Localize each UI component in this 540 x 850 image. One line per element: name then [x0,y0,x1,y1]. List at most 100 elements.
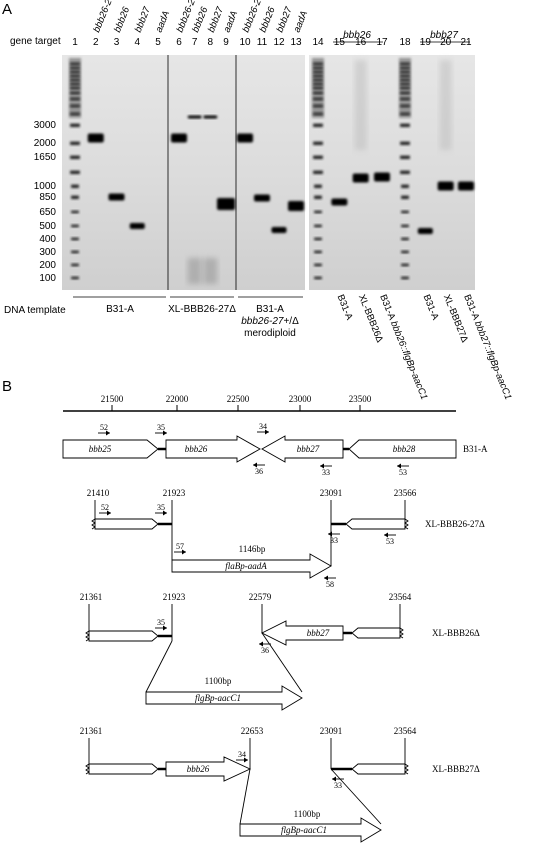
primer-arrowhead [163,430,167,436]
ladder-band [71,224,79,228]
primer-label: 33 [322,468,330,477]
ko3-left-break [85,763,90,775]
ko3-right-break [404,763,409,775]
gene-label-bbb25: bbb25 [89,444,112,454]
ladder-band [70,170,80,174]
ladder-band [401,210,409,214]
ladder-band [401,184,409,188]
ko3-cassette [239,817,382,843]
primer-arrowhead [163,510,167,516]
gel-band [171,133,187,143]
gel-band [87,133,104,143]
size-marker: 1650 [34,152,57,163]
lane-number: 6 [176,37,182,48]
ko2-cassette [145,685,303,711]
ladder-band [314,263,322,267]
scale-tick-label: 22500 [227,394,250,404]
ko3-coord-1: 21361 [80,726,103,736]
ladder-band [314,237,322,241]
lane-number: 21 [460,37,472,48]
template-part: :: [482,344,494,353]
lane-number: 12 [273,37,285,48]
ko3-cassette-label: flgBp-aacC1 [281,825,327,835]
ladder-smear [312,58,324,118]
primer-arrowhead [332,776,336,782]
primer-arrowhead [106,430,110,436]
size-marker: 500 [39,221,56,232]
gene-target-label: gene target [10,36,61,47]
ladder-band [70,141,80,145]
template-merodiploid-italic: bbb26-27 [241,316,284,327]
ladder-band [313,170,323,174]
gel-smear [203,258,218,284]
primer-arrowhead [320,463,324,469]
ladder-band [314,250,322,254]
lane-number: 2 [93,37,99,48]
ladder-band [70,155,80,159]
ladder-band [71,237,79,241]
gel-smear [354,60,367,150]
group-label-bbb27: bbb27 [430,30,458,41]
ko3-fan-right [330,768,382,825]
primer-arrowhead [328,531,332,537]
size-marker: 2000 [34,138,57,149]
primer-label: 34 [259,422,267,431]
gel-band [271,227,287,233]
gene-arrow-bbb27 [261,435,344,463]
template-merodiploid-line3: merodiploid [244,328,296,339]
ko2-coord-2: 21923 [163,592,186,602]
template-merodiploid-line1: B31-A [256,304,284,315]
gel-band [237,133,253,143]
ko3-left-arm [88,763,159,775]
ko2-locus [85,604,404,711]
ko1-right-arm [345,518,406,530]
dna-template-label: DNA template [4,305,66,316]
ko2-right-break [399,627,404,639]
template-xl-bbb26-27: XL-BBB26-27Δ [168,304,236,315]
primer-label: 35 [157,618,165,627]
lane-number: 18 [399,37,411,48]
gel-band [437,181,454,191]
ko2-fan-left [145,640,173,693]
template-label-rotated: B31-A [421,293,441,322]
ladder-band [314,184,322,188]
primer-arrowhead [259,641,263,647]
gel-band [129,223,145,229]
size-marker: 300 [39,247,56,258]
gene-label-bbb26: bbb26 [185,444,208,454]
ko1-cassette-label: flaBp-aadA [225,561,267,571]
primer-label: 36 [255,467,263,476]
gel-band [458,181,474,191]
size-marker: 200 [39,260,56,271]
panel-a-label: A [2,1,12,18]
template-part: -aacC1 [492,369,514,402]
strain-xl-bbb26: XL-BBB26Δ [432,628,480,638]
lane-number: 10 [239,37,251,48]
size-marker: 650 [39,207,56,218]
ladder-band [71,250,79,254]
ko3-coord-4: 23564 [394,726,417,736]
primer-label: 33 [334,781,342,790]
size-marker: 400 [39,234,56,245]
ladder-band [401,224,409,228]
ko2-bbb27-arrow [260,620,344,646]
lane-number: 7 [192,37,198,48]
template-b31a: B31-A [106,304,134,315]
ko1-coord-3: 23091 [320,488,343,498]
ko2-fan-right [261,632,303,693]
scale-tick-label: 23500 [349,394,372,404]
ladder-band [71,210,79,214]
gel-band [352,173,369,183]
strain-b31a: B31-A [463,444,488,454]
scale-tick-label: 23000 [289,394,312,404]
primer-arrowhead [253,462,257,468]
ko2-left-arm [88,630,159,642]
ladder-band [314,224,322,228]
lane-number: 13 [290,37,302,48]
template-label-rotated: B31-A bbb26::flgBp-aacC1 [377,293,429,401]
gel-smear [187,258,202,284]
